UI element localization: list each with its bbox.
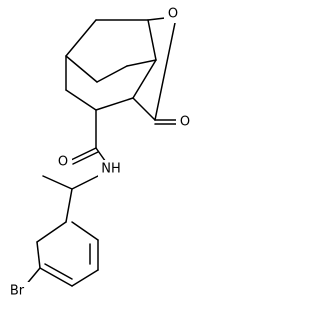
bond bbox=[71, 221, 99, 241]
atom-label-background bbox=[4, 282, 30, 300]
bond bbox=[65, 19, 97, 57]
bond bbox=[126, 59, 157, 67]
bond bbox=[95, 97, 134, 111]
bond bbox=[36, 241, 41, 269]
molecule-structure: O O O NH Br bbox=[4, 5, 194, 300]
bonds bbox=[24, 17, 178, 287]
bond bbox=[42, 175, 73, 190]
bond bbox=[132, 59, 157, 99]
atom-label-background bbox=[54, 153, 72, 171]
bond bbox=[147, 17, 166, 21]
amide-carbonyl-oxygen-label: O bbox=[58, 155, 68, 170]
bromine-label: Br bbox=[10, 284, 25, 299]
bond bbox=[39, 267, 73, 287]
ring-oxygen-label: O bbox=[168, 7, 178, 22]
atom-label-background bbox=[164, 5, 182, 23]
atom-label-background bbox=[176, 113, 194, 131]
bond bbox=[154, 17, 177, 121]
bond bbox=[36, 221, 67, 243]
bond bbox=[96, 65, 128, 83]
lactone-carbonyl-oxygen-label: O bbox=[180, 115, 190, 130]
atom-label-background bbox=[98, 160, 124, 178]
bond bbox=[70, 147, 97, 161]
bond bbox=[44, 263, 73, 280]
bond bbox=[65, 55, 98, 83]
bond bbox=[72, 151, 99, 165]
bond bbox=[132, 97, 156, 121]
bond bbox=[71, 269, 99, 287]
atom-labels: O O O NH Br bbox=[4, 5, 194, 300]
amide-nitrogen-label: NH bbox=[101, 162, 121, 177]
bond bbox=[65, 89, 97, 111]
bond bbox=[147, 19, 157, 61]
bond bbox=[65, 188, 73, 223]
